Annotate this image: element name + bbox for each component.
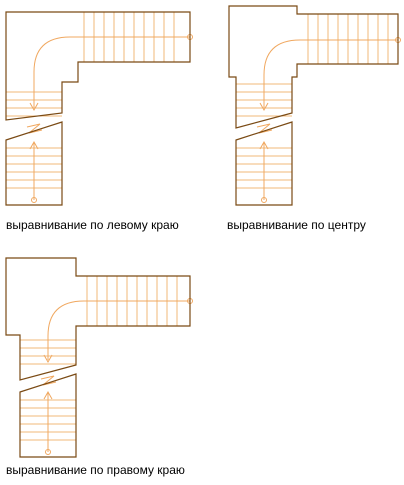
stair-outline — [228, 5, 399, 206]
caption-left-alignment: выравнивание по левому краю — [6, 218, 179, 232]
stair-right-aligned — [5, 257, 193, 458]
caption-center-alignment: выравнивание по центру — [227, 218, 366, 232]
stair-center-aligned — [228, 5, 401, 206]
stair-left-aligned — [5, 11, 193, 206]
stair-outline — [5, 11, 191, 206]
walking-path — [256, 37, 401, 203]
upper-run-treads — [307, 14, 389, 64]
walking-path — [26, 34, 193, 203]
caption-right-alignment: выравнивание по правому краю — [6, 463, 185, 477]
stair-outline — [5, 257, 191, 458]
